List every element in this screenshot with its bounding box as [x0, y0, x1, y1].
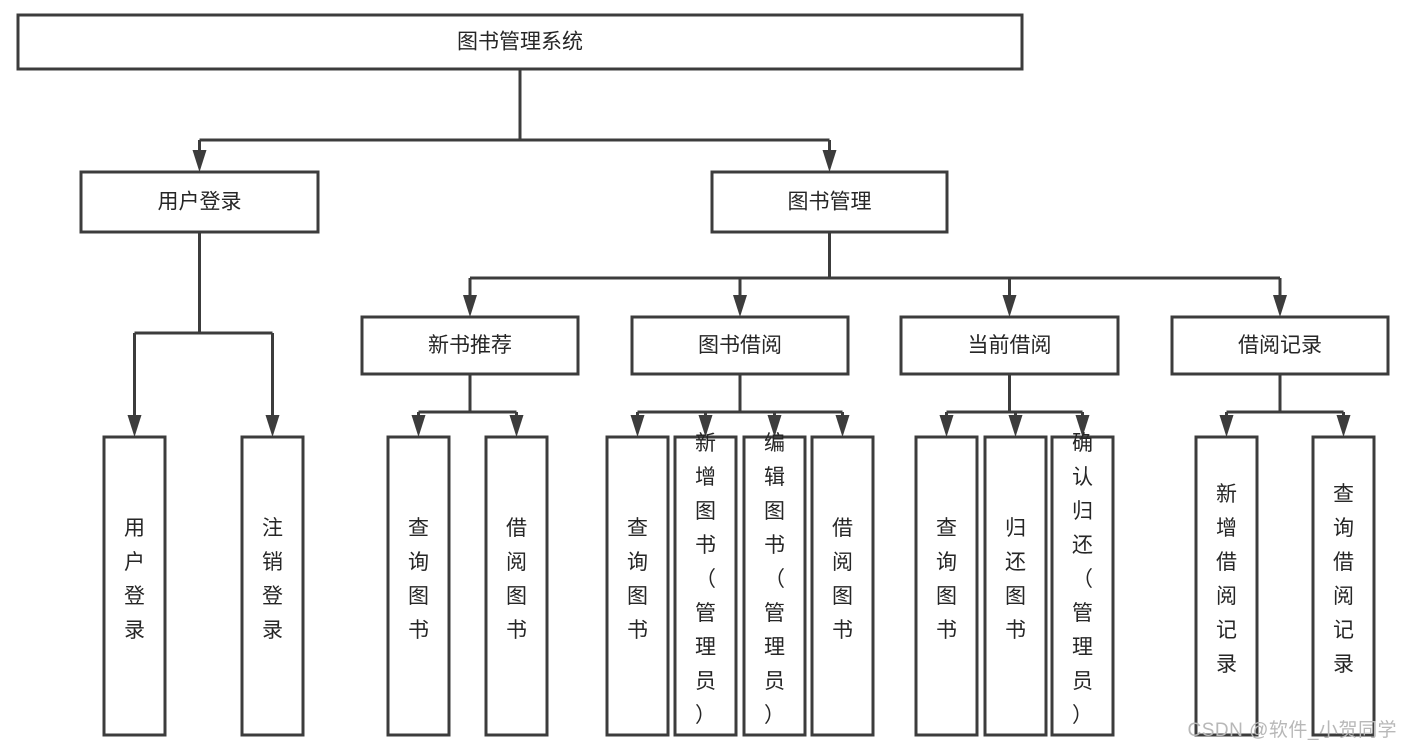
level2-box[interactable]	[630, 315, 850, 376]
leaf-node-label: 编辑图书（管理员）	[764, 432, 785, 727]
leaf-node-label: 新增图书（管理员）	[695, 432, 716, 727]
leaf-node[interactable]: 查询借阅记录	[1311, 435, 1376, 737]
leaf-node[interactable]: 用户登录	[102, 435, 167, 737]
level1-box[interactable]	[710, 170, 949, 234]
level2-node-label: 借阅记录	[1238, 334, 1322, 357]
arrow-head-icon	[939, 415, 954, 437]
leaf-box[interactable]	[742, 435, 807, 737]
level2-node-label: 新书推荐	[428, 334, 512, 357]
leaf-node-label: 查询图书	[408, 517, 429, 642]
arrow-head-icon	[463, 295, 477, 317]
arrow-head-icon	[127, 415, 142, 437]
arrow-head-icon	[192, 150, 207, 172]
level1-node[interactable]: 图书管理	[710, 170, 949, 234]
level1-node[interactable]: 用户登录	[79, 170, 320, 234]
csdn-watermark: CSDN @软件_小贺同学	[1187, 720, 1397, 741]
level1-node-label: 图书管理	[788, 191, 872, 214]
leaf-node[interactable]: 借阅图书	[484, 435, 549, 737]
connector-layer	[127, 69, 1351, 437]
arrow-head-icon	[411, 415, 426, 437]
arrow-head-icon	[698, 415, 713, 437]
arrow-head-icon	[767, 415, 782, 437]
leaf-node[interactable]: 确认归还（管理员）	[1050, 432, 1115, 737]
leaf-box[interactable]	[605, 435, 670, 737]
level2-box[interactable]	[360, 315, 580, 376]
leaf-box[interactable]	[484, 435, 549, 737]
arrow-head-icon	[1008, 415, 1023, 437]
leaf-node[interactable]: 查询图书	[914, 435, 979, 737]
leaf-box[interactable]	[386, 435, 451, 737]
arrow-head-icon	[1273, 295, 1287, 317]
arrow-head-icon	[1336, 415, 1351, 437]
leaf-node-label: 查询借阅记录	[1333, 483, 1354, 676]
arrow-head-icon	[509, 415, 524, 437]
leaf-node-label: 查询图书	[627, 517, 648, 642]
level2-node[interactable]: 借阅记录	[1170, 315, 1390, 376]
leaf-box[interactable]	[810, 435, 875, 737]
arrow-head-icon	[1002, 295, 1017, 317]
leaf-node-label: 查询图书	[936, 517, 957, 642]
leaf-node-label: 归还图书	[1005, 517, 1026, 642]
level2-node-label: 当前借阅	[968, 334, 1052, 357]
arrow-head-icon	[265, 415, 280, 437]
leaf-box[interactable]	[1311, 435, 1376, 737]
level2-node[interactable]: 新书推荐	[360, 315, 580, 376]
arrow-head-icon	[1075, 415, 1090, 437]
leaf-node[interactable]: 新增图书（管理员）	[673, 432, 738, 737]
leaf-box[interactable]	[102, 435, 167, 737]
arrow-head-icon	[1219, 415, 1234, 437]
leaf-box[interactable]	[1194, 435, 1259, 737]
leaf-box[interactable]	[914, 435, 979, 737]
level2-node[interactable]: 当前借阅	[899, 315, 1120, 376]
level2-box[interactable]	[899, 315, 1120, 376]
leaf-node-label: 借阅图书	[832, 517, 853, 642]
leaf-box[interactable]	[673, 435, 738, 737]
arrow-head-icon	[835, 415, 850, 437]
leaf-node[interactable]: 编辑图书（管理员）	[742, 432, 807, 737]
level2-box[interactable]	[1170, 315, 1390, 376]
level2-node[interactable]: 图书借阅	[630, 315, 850, 376]
leaf-node[interactable]: 查询图书	[605, 435, 670, 737]
leaf-node-label: 确认归还（管理员）	[1072, 432, 1093, 727]
leaf-node[interactable]: 注销登录	[240, 435, 305, 737]
arrow-head-icon	[822, 150, 837, 172]
root-box[interactable]	[16, 13, 1024, 71]
root-node[interactable]: 图书管理系统	[16, 13, 1024, 71]
root-node-label: 图书管理系统	[457, 31, 583, 54]
level1-node-label: 用户登录	[158, 191, 242, 214]
leaf-box[interactable]	[1050, 435, 1115, 737]
leaf-node[interactable]: 查询图书	[386, 435, 451, 737]
leaf-node-label: 借阅图书	[506, 517, 527, 642]
leaf-node[interactable]: 借阅图书	[810, 435, 875, 737]
leaf-box[interactable]	[983, 435, 1048, 737]
level2-node-label: 图书借阅	[698, 334, 782, 357]
level1-box[interactable]	[79, 170, 320, 234]
leaf-node[interactable]: 归还图书	[983, 435, 1048, 737]
arrow-head-icon	[630, 415, 645, 437]
leaf-node-label: 新增借阅记录	[1216, 483, 1237, 676]
leaf-box[interactable]	[240, 435, 305, 737]
arrow-head-icon	[733, 295, 747, 317]
node-layer: 图书管理系统用户登录图书管理新书推荐图书借阅当前借阅借阅记录用户登录注销登录查询…	[16, 13, 1390, 737]
leaf-node[interactable]: 新增借阅记录	[1194, 435, 1259, 737]
leaf-node-label: 用户登录	[124, 517, 145, 642]
leaf-node-label: 注销登录	[262, 517, 283, 642]
